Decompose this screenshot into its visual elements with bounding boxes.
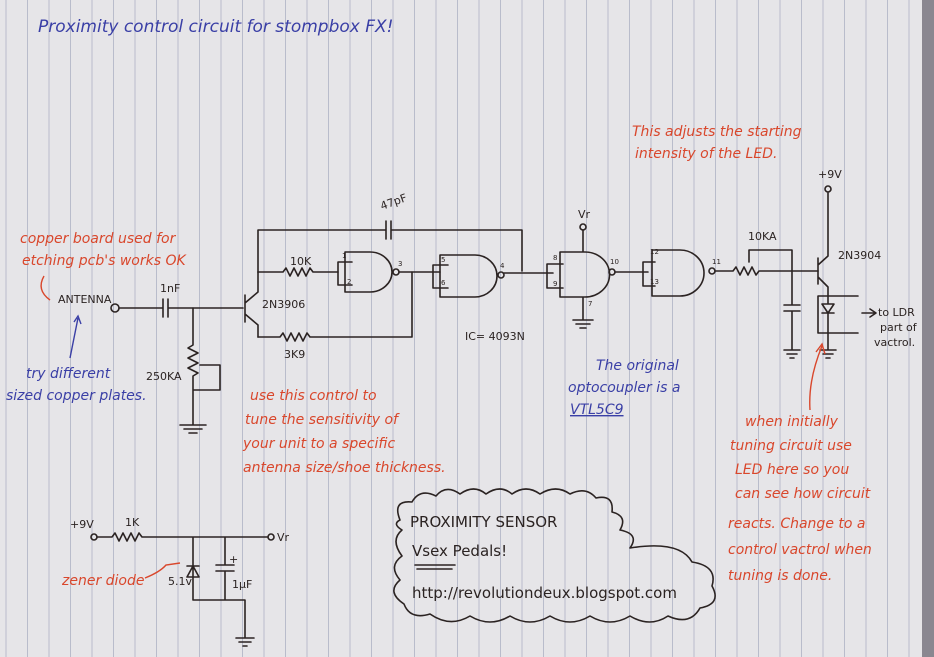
- pot-led-label: 10KA: [748, 230, 777, 243]
- note-copper-plates: sized copper plates.: [6, 388, 147, 404]
- arrow-icon: [861, 308, 877, 318]
- res-3k9-label: 3K9: [284, 348, 305, 361]
- feedback-capacitor: [257, 220, 523, 273]
- nand-gate-4: [642, 249, 705, 297]
- pnp-transistor: [244, 271, 259, 338]
- to-ldr-line: vactrol.: [874, 336, 915, 349]
- pot-sensitivity-label: 250KA: [146, 370, 182, 383]
- pin-label: 1: [342, 252, 346, 260]
- note-tuning: control vactrol when: [728, 542, 872, 558]
- nand-2-bubble: [497, 271, 505, 279]
- pin-label: 11: [712, 258, 721, 266]
- arrow-icon: [40, 275, 51, 301]
- pin-label: 13: [650, 278, 659, 286]
- npn-label: 2N3904: [838, 249, 881, 262]
- led-pot-and-cap: [714, 249, 819, 359]
- power-vr-label: Vr: [277, 531, 290, 544]
- pnp-label: 2N3906: [262, 298, 305, 311]
- note-copper-plates: try different: [26, 366, 111, 382]
- note-tuning: LED here so you: [735, 462, 849, 478]
- cloud-title: PROXIMITY SENSOR: [410, 513, 557, 531]
- note-led-intensity: This adjusts the starting: [632, 124, 802, 140]
- pin-label: 8: [553, 254, 557, 262]
- power-cap-label: 1µF: [232, 578, 252, 591]
- ic-label: IC= 4093N: [465, 330, 525, 343]
- zener-value-label: 5.1v: [168, 575, 192, 588]
- pin-label: 2: [347, 278, 351, 286]
- nand-1-bubble: [392, 268, 400, 276]
- power-supply-circuit: +9V 1K Vr 5.1v + 1µF zener diode: [61, 516, 290, 647]
- power-9v-label: +9V: [70, 518, 94, 531]
- power-vr-terminal: [267, 533, 275, 541]
- vr-terminal: [579, 223, 587, 231]
- note-tuning: when initially: [745, 414, 839, 430]
- pin-label: 7: [588, 300, 592, 308]
- to-ldr-line: part of: [880, 321, 918, 334]
- to-ldr-line: to LDR: [878, 306, 915, 319]
- pin-label: 10: [610, 258, 619, 266]
- main-circuit: ANTENNA 1nF 250KA 2N3906 10K 3K9 47pF Vr…: [58, 168, 918, 434]
- note-tuning: reacts. Change to a: [728, 516, 865, 532]
- antenna-label: ANTENNA: [58, 293, 112, 306]
- pin-label: 6: [441, 279, 446, 287]
- page-title: Proximity control circuit for stompbox F…: [38, 17, 393, 37]
- note-sensitivity: use this control to: [250, 388, 377, 404]
- note-optocoupler: The original: [596, 358, 679, 374]
- note-sensitivity: tune the sensitivity of: [245, 412, 400, 428]
- nand-4-bubble: [708, 267, 716, 275]
- sensitivity-pot: [179, 307, 221, 434]
- vr-label: Vr: [578, 208, 591, 221]
- plus9v-label: +9V: [818, 168, 842, 181]
- cloud-outline: [393, 488, 716, 623]
- power-network: [96, 532, 269, 647]
- plus9v-terminal: [824, 185, 832, 193]
- paper-ruled-lines: [5, 0, 910, 657]
- zener-note: zener diode: [61, 573, 145, 589]
- page-edge: [922, 0, 934, 657]
- arrow-icon: [809, 342, 826, 411]
- arrow-icon: [69, 314, 82, 359]
- cloud-url: http://revolutiondeux.blogspot.com: [412, 584, 677, 602]
- note-sensitivity: your unit to a specific: [242, 436, 395, 452]
- cap-polarity-label: +: [229, 553, 238, 566]
- brand-underline: [414, 564, 456, 570]
- note-led-intensity: intensity of the LED.: [635, 146, 777, 162]
- cloud-brand: Vsex Pedals!: [412, 542, 507, 560]
- note-copper-board: etching pcb's works OK: [22, 253, 187, 269]
- res-10k-label: 10K: [290, 255, 312, 268]
- cap-input-label: 1nF: [160, 282, 180, 295]
- signature-cloud: PROXIMITY SENSOR Vsex Pedals! http://rev…: [393, 488, 716, 623]
- res-10k: [257, 267, 339, 277]
- res-3k9: [257, 271, 413, 342]
- antenna-terminal: [110, 303, 120, 313]
- optocoupler-model: VTL5C9: [570, 402, 624, 418]
- pin-label: 5: [441, 256, 445, 264]
- nand-gate-2: [432, 254, 498, 298]
- pin-label: 3: [398, 260, 402, 268]
- arrow-icon: [144, 562, 181, 579]
- pin-label: 4: [500, 262, 505, 270]
- pin-label: 12: [650, 248, 659, 256]
- power-res-label: 1K: [125, 516, 140, 529]
- pin-label: 9: [553, 280, 557, 288]
- input-capacitor: [118, 298, 244, 318]
- note-sensitivity: antenna size/shoe thickness.: [243, 460, 446, 476]
- npn-transistor-and-led: [817, 192, 859, 359]
- note-optocoupler: optocoupler is a: [568, 380, 680, 396]
- note-tuning: tuning circuit use: [730, 438, 852, 454]
- nand-gate-3: [546, 229, 611, 329]
- note-copper-board: copper board used for: [20, 231, 177, 247]
- cap-feedback-label: 47pF: [379, 191, 409, 213]
- note-tuning: can see how circuit: [735, 486, 871, 502]
- note-tuning: tuning is done.: [728, 568, 832, 584]
- nand-gate-1: [337, 251, 393, 293]
